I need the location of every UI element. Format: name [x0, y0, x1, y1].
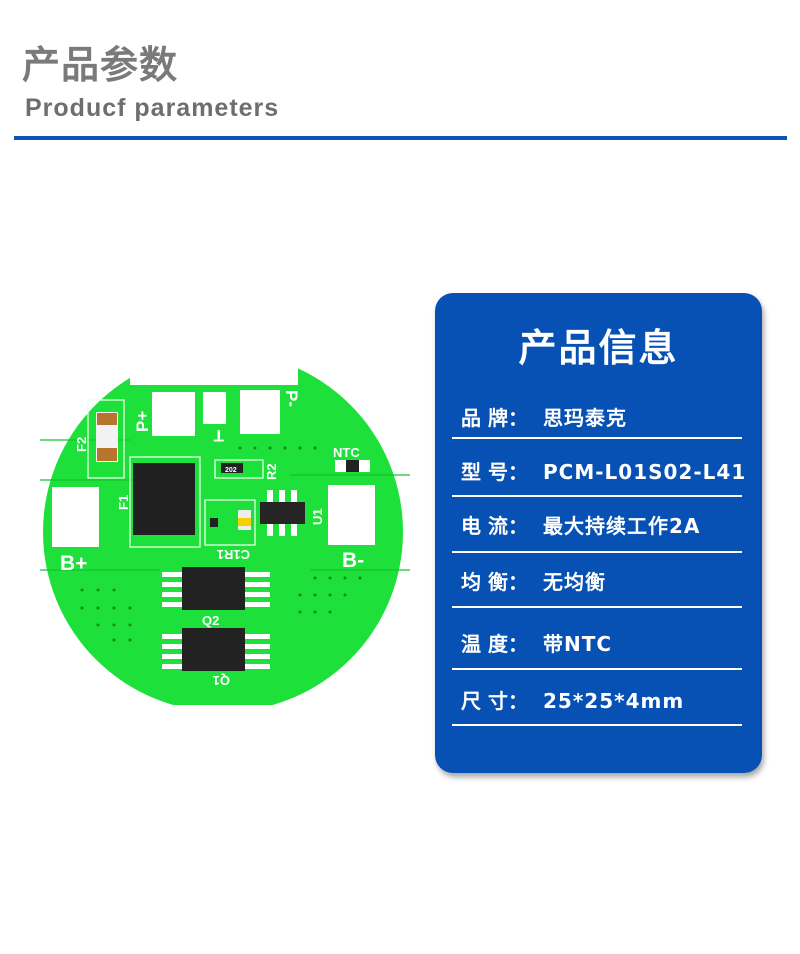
- info-label: 温 度：: [461, 632, 528, 656]
- card-title: 产品信息: [518, 326, 679, 370]
- product-info-card: 产品信息 品 牌： 思玛泰克 型 号： PCM-L01S02-L41 电 流： 最大持…: [435, 293, 762, 773]
- silk-b-plus: B+: [60, 552, 87, 575]
- info-label: 品 牌：: [461, 406, 528, 430]
- row-divider: [452, 495, 742, 497]
- component-q1: [182, 628, 245, 671]
- silk-p-plus: P+: [133, 411, 152, 432]
- row-divider: [452, 724, 742, 726]
- row-divider: [452, 551, 742, 553]
- pad-t: [203, 392, 226, 424]
- info-row-balance: 均 衡： 无均衡: [461, 566, 742, 595]
- info-row-current: 电 流： 最大持续工作2A: [461, 510, 742, 539]
- silk-p-minus: P-: [282, 390, 301, 407]
- info-label: 尺 寸：: [461, 689, 528, 713]
- component-q2: [182, 567, 245, 610]
- silk-b-minus: B-: [342, 549, 364, 572]
- info-value: 最大持续工作2A: [543, 514, 701, 538]
- silk-u1: U1: [310, 508, 325, 525]
- pad-b-plus: [52, 487, 99, 547]
- info-row-model: 型 号： PCM-L01S02-L41: [461, 456, 745, 485]
- info-value: 带NTC: [543, 632, 613, 656]
- pcb-product-image: P+ T P- F2 F1 R2 U1 NTC B+ B- C1R1 Q2 Q1…: [40, 360, 410, 705]
- silk-q1: Q1: [213, 673, 230, 688]
- section-title-en: Producf parameters: [25, 94, 280, 122]
- component-u1: [260, 502, 305, 524]
- info-label: 均 衡：: [461, 570, 528, 594]
- silk-f2: F2: [74, 437, 89, 452]
- info-row-size: 尺 寸： 25*25*4mm: [461, 685, 742, 714]
- pad-p-minus: [240, 390, 280, 434]
- silk-q2: Q2: [202, 613, 219, 628]
- silk-r2-value: 202: [225, 467, 237, 474]
- info-label: 型 号：: [461, 460, 528, 484]
- silk-t: T: [213, 426, 224, 445]
- row-divider: [452, 606, 742, 608]
- silk-r2: R2: [264, 463, 279, 480]
- component-f1: [133, 463, 195, 535]
- title-divider: [14, 136, 787, 140]
- pad-b-minus: [328, 485, 375, 545]
- row-divider: [452, 668, 742, 670]
- info-value: PCM-L01S02-L41: [543, 460, 747, 484]
- row-divider: [452, 437, 742, 439]
- info-label: 电 流：: [461, 514, 528, 538]
- silk-c1r1: C1R1: [217, 547, 250, 562]
- section-title-cn: 产品参数: [22, 43, 179, 87]
- pad-p-plus: [152, 392, 195, 436]
- silk-ntc: NTC: [333, 445, 360, 460]
- info-row-temperature: 温 度： 带NTC: [461, 628, 742, 657]
- silk-f1: F1: [116, 495, 131, 510]
- info-value: 思玛泰克: [543, 406, 627, 430]
- info-value: 无均衡: [543, 570, 606, 594]
- info-value: 25*25*4mm: [543, 689, 685, 713]
- info-row-brand: 品 牌： 思玛泰克: [461, 402, 742, 431]
- pcb-board: [43, 360, 403, 705]
